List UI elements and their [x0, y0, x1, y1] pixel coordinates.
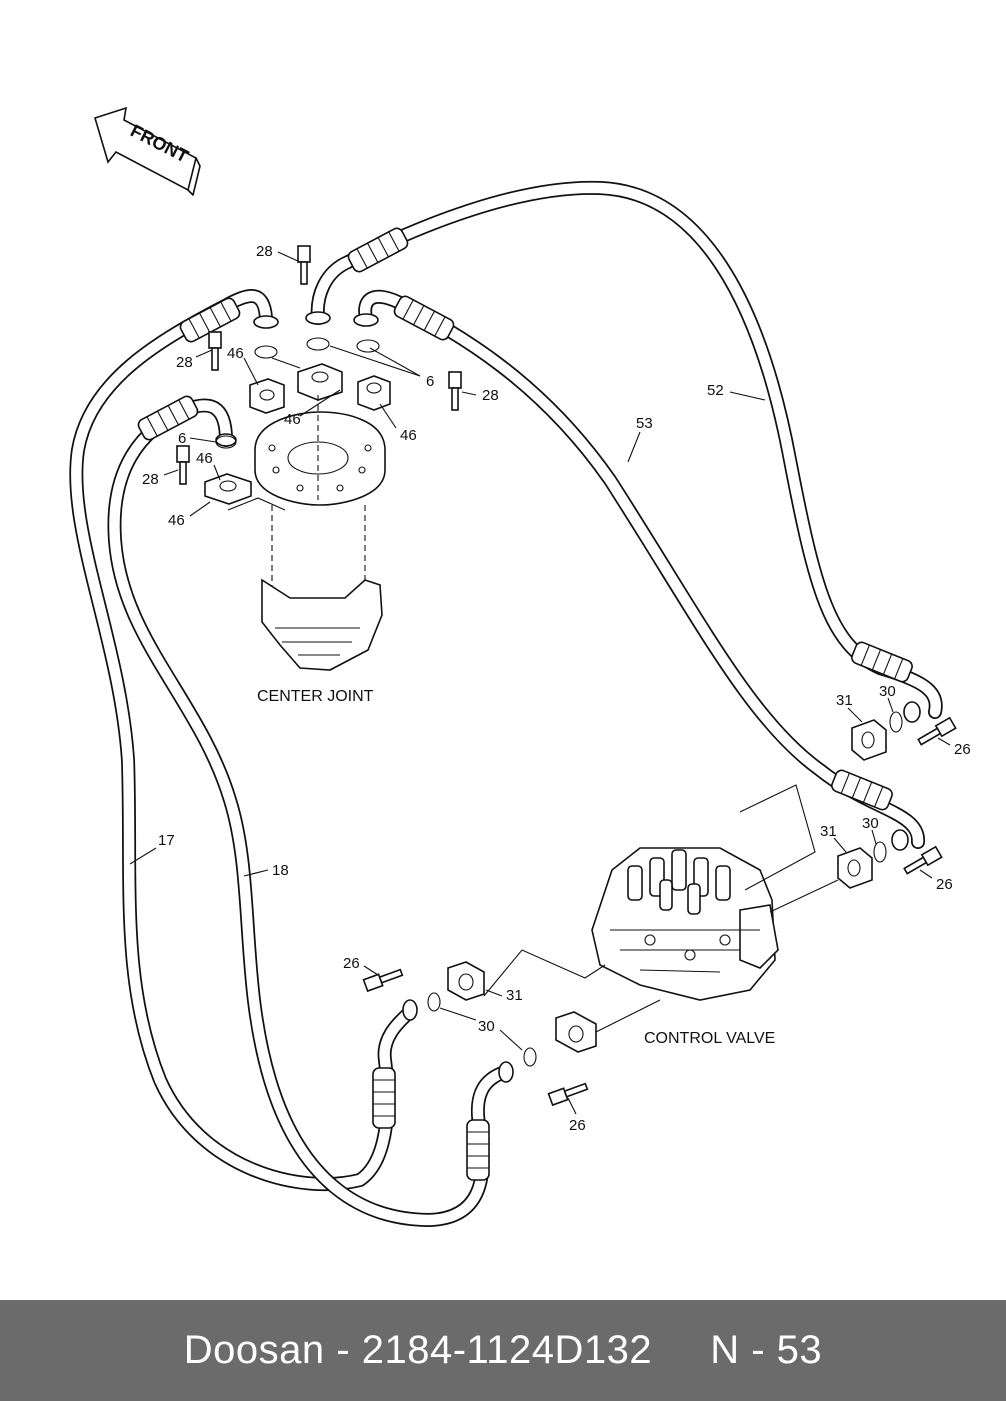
callout-46: 46: [196, 450, 213, 467]
callout-46: 46: [227, 345, 244, 362]
callout-31: 31: [506, 987, 523, 1004]
callout-17: 17: [158, 832, 175, 849]
footer-bar: Doosan - 2184-1124D132 N - 53: [0, 1300, 1006, 1401]
hose-18: [107, 398, 512, 1227]
callout-labels: 28 28 28 28 46 46 46 46 46 6 6 52 53 17 …: [142, 243, 971, 1134]
callout-30: 30: [478, 1018, 495, 1035]
center-joint: [254, 395, 386, 671]
leader-lines: [129, 251, 951, 1115]
control-valve: [591, 847, 779, 1001]
connection-lines: [227, 497, 839, 1033]
control-valve-caption: CONTROL VALVE: [644, 1030, 775, 1047]
split-flanges-center: [204, 363, 391, 505]
hose-53: [358, 289, 925, 849]
callout-28: 28: [142, 471, 159, 488]
callout-26: 26: [569, 1117, 586, 1134]
callout-26: 26: [936, 876, 953, 893]
callout-31: 31: [820, 823, 837, 840]
callout-53: 53: [636, 415, 653, 432]
center-joint-caption: CENTER JOINT: [257, 688, 374, 705]
hose-ferrules: [137, 227, 913, 1181]
callout-31: 31: [836, 692, 853, 709]
bolts: [176, 245, 957, 1107]
callout-30: 30: [879, 683, 896, 700]
front-direction-arrow: FRONT: [94, 106, 201, 196]
callout-6: 6: [426, 373, 434, 390]
split-flanges-valve: [447, 719, 887, 1053]
callout-26: 26: [343, 955, 360, 972]
callout-6: 6: [178, 430, 186, 447]
footer-part-number: 2184-1124D132: [361, 1328, 653, 1372]
hose-assembly-diagram: FRONT: [69, 106, 971, 1227]
callout-26: 26: [954, 741, 971, 758]
footer-brand: Doosan: [183, 1328, 325, 1372]
callout-30: 30: [862, 815, 879, 832]
hose-end-ports: [215, 311, 921, 1083]
footer-gap: [652, 1328, 710, 1373]
hose-52: [310, 180, 943, 719]
callout-28: 28: [482, 387, 499, 404]
footer-separator: -: [324, 1328, 362, 1372]
callout-46: 46: [284, 411, 301, 428]
callout-28: 28: [176, 354, 193, 371]
hose-17: [69, 289, 417, 1192]
footer-page-ref: N - 53: [710, 1328, 823, 1372]
callout-18: 18: [272, 862, 289, 879]
callout-28: 28: [256, 243, 273, 260]
callout-52: 52: [707, 382, 724, 399]
callout-46: 46: [168, 512, 185, 529]
callout-46: 46: [400, 427, 417, 444]
o-rings: [215, 337, 903, 1067]
